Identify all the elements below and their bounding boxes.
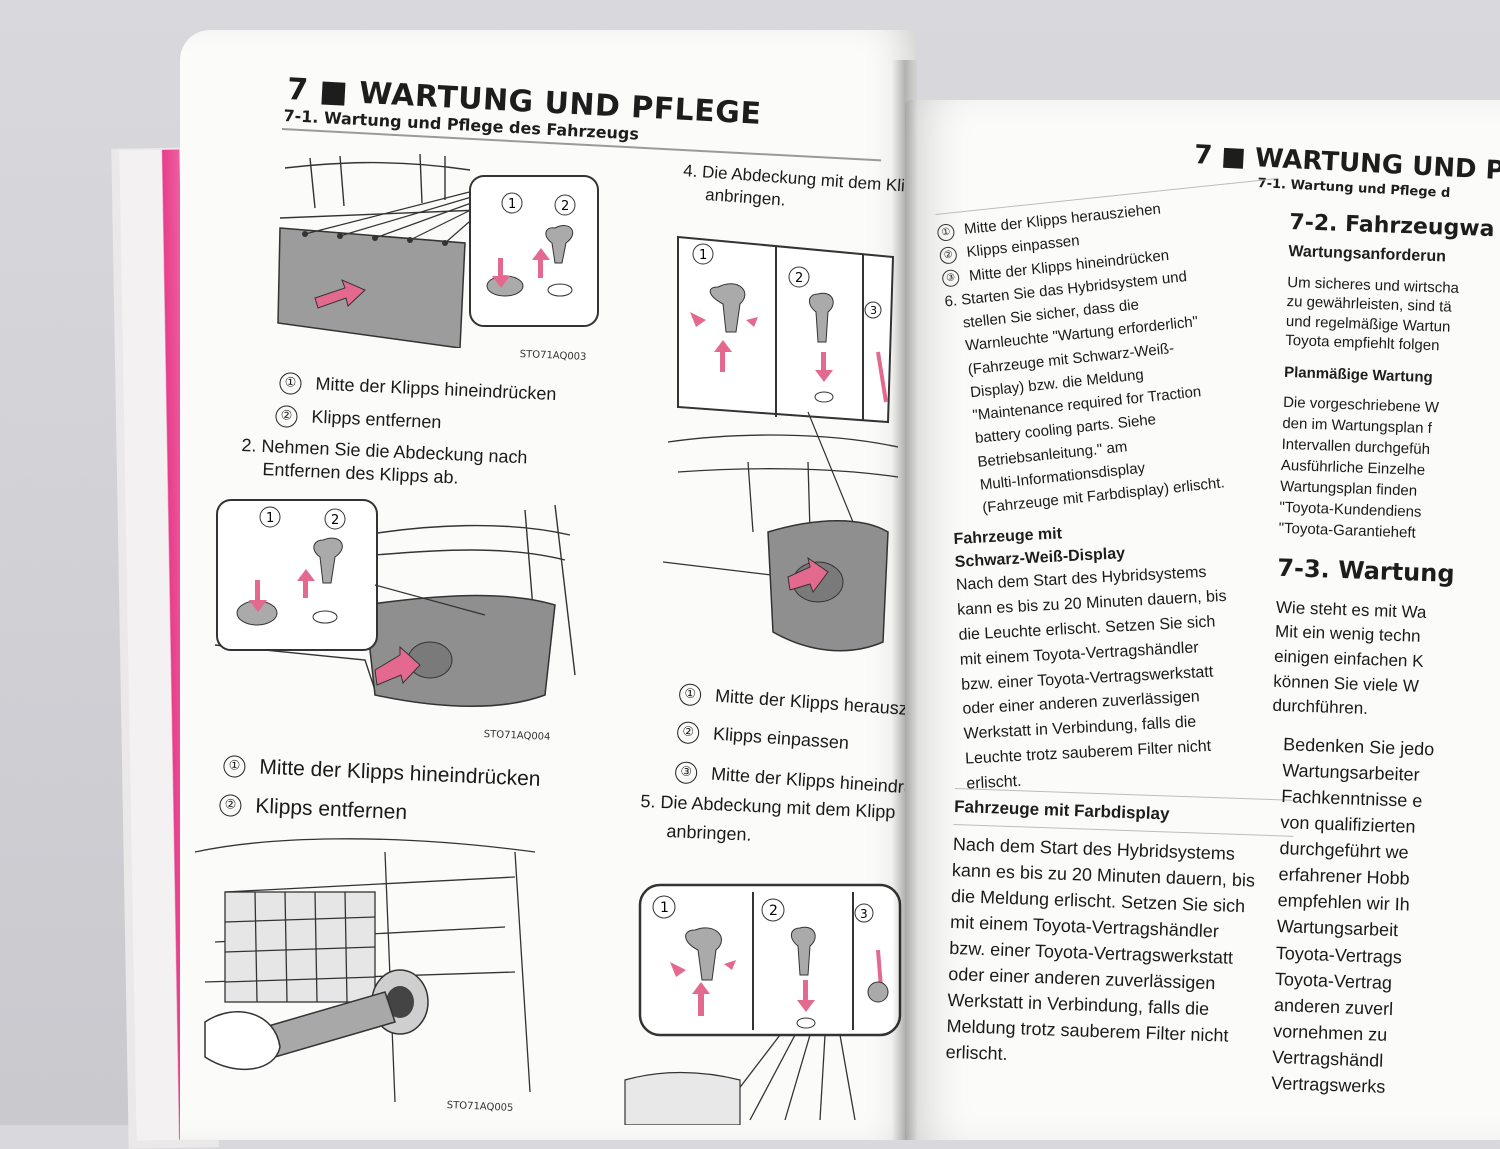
svg-text:1: 1: [660, 900, 669, 916]
bw-display-section: Fahrzeuge mit Schwarz-Weiß-Display Nach …: [953, 514, 1236, 797]
callout-number: ③: [674, 761, 698, 785]
arrow-icon: [374, 645, 421, 686]
callout-number: ③: [941, 268, 961, 288]
callout-number: ①: [936, 222, 956, 242]
callout-number: ①: [222, 755, 246, 779]
callout-number: ②: [218, 794, 242, 818]
paragraph-3: Wie steht es mit Wa Mit ein wenig techn …: [1272, 595, 1500, 727]
figure-clip-removal-1: 1 2: [277, 153, 599, 348]
callout-number: ①: [678, 683, 702, 707]
arrow-icon: [787, 556, 829, 594]
photo-scene: 7 ■ WARTUNG UND PFLEGE 7-1. Wartung und …: [111, 60, 1500, 1149]
arrow-icon: [314, 279, 366, 309]
item-label: Klipps entfernen: [254, 794, 408, 825]
callout-number: ①: [278, 372, 302, 396]
seat-line-art: [194, 838, 536, 1103]
callout-number: ②: [938, 245, 958, 265]
callout-number: ②: [676, 721, 700, 745]
right-column-2: 7-2. Fahrzeugwa Wartungsanforderun Um si…: [1259, 205, 1500, 1105]
svg-text:1: 1: [266, 511, 274, 526]
paragraph-1: Um sicheres und wirtscha zu gewährleiste…: [1285, 273, 1500, 360]
zoom-callout-box: 1 2 3: [638, 883, 902, 1037]
book-gutter: [892, 60, 918, 1140]
cover-panel: [364, 594, 556, 707]
subheading-planmaessige-wartung: Planmäßige Wartung: [1283, 363, 1433, 387]
cover-panel: [767, 520, 889, 652]
step-5-line-2: anbringen.: [666, 820, 752, 845]
callout-number: ②: [274, 405, 298, 429]
svg-text:2: 2: [795, 271, 803, 286]
figure-clip-install-2: 1 2 3: [624, 883, 902, 1125]
color-display-section: Fahrzeuge mit Farbdisplay Nach dem Start…: [945, 784, 1295, 1077]
vacuum-cleaner-icon: [204, 969, 429, 1070]
svg-text:3: 3: [870, 304, 877, 317]
zoom-callout-box: 1 2: [469, 175, 599, 327]
zoom-callout-box: 1 2 3: [677, 235, 895, 424]
paragraph-2: Die vorgeschriebene W den im Wartungspla…: [1278, 392, 1500, 548]
svg-text:1: 1: [508, 197, 516, 212]
zoom-callout-box: 1 2: [216, 499, 378, 651]
svg-text:2: 2: [331, 513, 339, 528]
step-6-paragraph: 6. Starten Sie das Hybridsystem und stel…: [943, 254, 1310, 521]
heading-7-3: 7-3. Wartung: [1276, 554, 1456, 589]
svg-text:3: 3: [860, 907, 868, 921]
item-label: Klipps entfernen: [311, 406, 442, 433]
cover-panel: [277, 227, 466, 348]
figure-clip-removal-2: 1 2: [214, 499, 576, 707]
svg-text:2: 2: [769, 903, 778, 919]
paragraph-4: Bedenken Sie jedo Wartungsarbeiter Fachk…: [1259, 731, 1500, 1105]
right-page: [905, 100, 1500, 1140]
svg-text:1: 1: [699, 248, 707, 263]
figure-clip-install-1: 1 2 3: [662, 235, 899, 652]
svg-text:2: 2: [561, 199, 569, 214]
figure-filter-cleaning: [194, 838, 536, 1103]
